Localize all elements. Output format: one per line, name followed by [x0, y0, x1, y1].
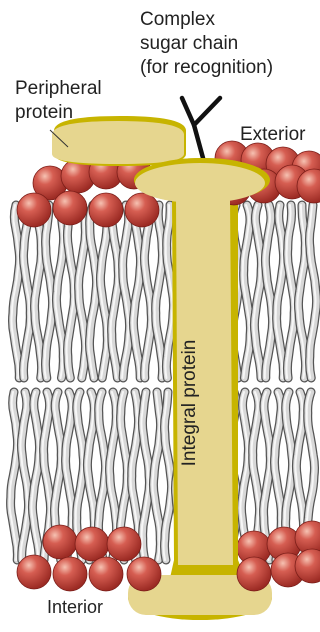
lipid-head — [53, 191, 87, 225]
lipid-head — [75, 527, 109, 561]
lipid-head — [89, 193, 123, 227]
sugar-chain-label-line-2: sugar chain — [140, 32, 318, 56]
peripheral-protein-label-line-1: Peripheral — [15, 77, 145, 101]
lipid-tails — [10, 205, 317, 560]
integral-protein-label: Integral protein — [179, 273, 201, 533]
lipid-head — [237, 557, 271, 591]
lipid-head — [17, 193, 51, 227]
exterior-label: Exterior — [240, 123, 305, 147]
sugar-chain-label-line-3: (for recognition) — [140, 56, 318, 80]
interior-label: Interior — [47, 596, 103, 618]
lipid-head — [43, 525, 77, 559]
integral-protein-neck — [178, 196, 230, 216]
lipid-head — [89, 557, 123, 591]
lipid-head — [53, 557, 87, 591]
lipid-head — [127, 557, 161, 591]
lipid-head — [107, 527, 141, 561]
peripheral-protein-label: Peripheral protein — [15, 77, 145, 125]
sugar-chain-branch — [194, 98, 220, 125]
peripheral-protein-label-line-2: protein — [15, 101, 145, 125]
lipid-head — [125, 193, 159, 227]
lipid-head — [17, 555, 51, 589]
sugar-chain-label: Complex sugar chain (for recognition) — [140, 8, 318, 80]
peripheral-protein — [52, 121, 184, 164]
sugar-chain-label-line-1: Complex — [140, 8, 318, 32]
